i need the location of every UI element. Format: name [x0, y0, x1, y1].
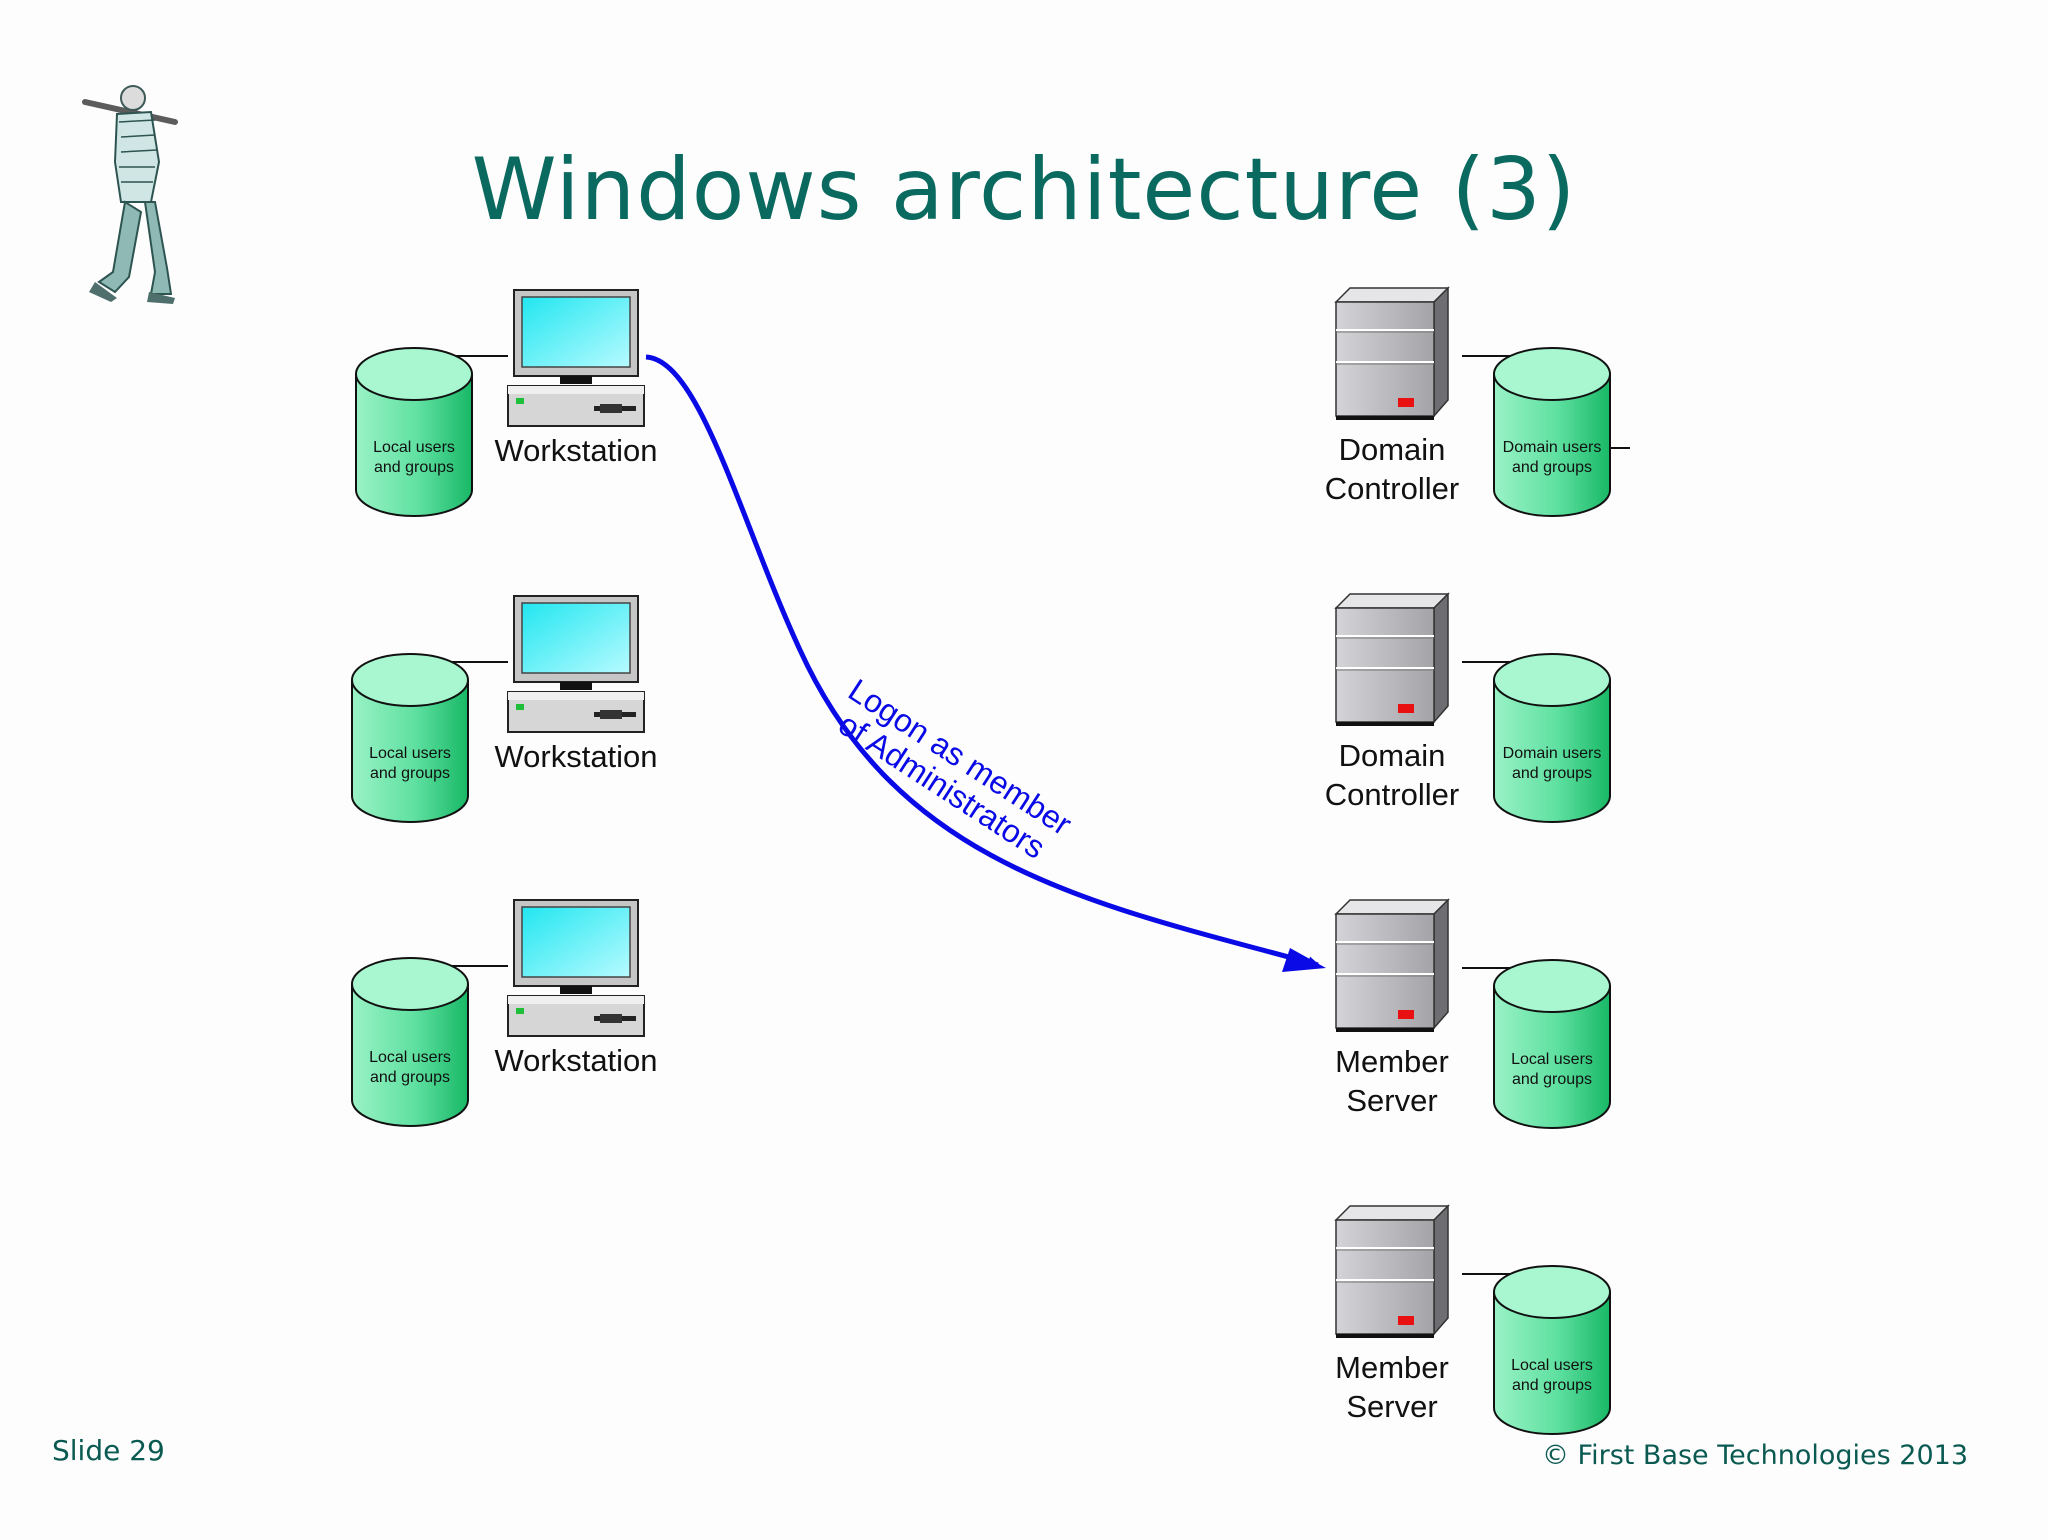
store-label-line1: Domain users — [1503, 745, 1602, 762]
workstation-label: Workstation — [494, 739, 657, 774]
server-label-line1: Domain — [1339, 738, 1446, 773]
store-label-line2: and groups — [1512, 1377, 1592, 1394]
database-cylinder-icon: Local users and groups — [351, 957, 469, 1127]
store-label-line2: and groups — [370, 765, 450, 782]
logon-connection-arrow — [645, 354, 1320, 969]
database-cylinder-icon: Local users and groups — [1493, 1265, 1611, 1435]
slide-number: Slide 29 — [52, 1434, 165, 1467]
store-label-line1: Local users — [1511, 1051, 1593, 1068]
desktop-computer-icon — [507, 899, 645, 1037]
store-label-line2: and groups — [1512, 765, 1592, 782]
database-cylinder-icon: Local users and groups — [351, 653, 469, 823]
store-label-line1: Local users — [369, 1049, 451, 1066]
database-cylinder-icon: Domain users and groups — [1493, 653, 1611, 823]
database-cylinder-icon: Local users and groups — [1493, 959, 1611, 1129]
tower-server-icon — [1334, 898, 1450, 1032]
arrowhead — [1282, 948, 1326, 972]
tower-server-icon — [1334, 1204, 1450, 1338]
workstation-label: Workstation — [494, 433, 657, 468]
store-label-line2: and groups — [1512, 1071, 1592, 1088]
server-label-line1: Domain — [1339, 432, 1446, 467]
database-cylinder-icon: Domain users and groups — [1493, 347, 1611, 517]
server-label-line2: Controller — [1325, 471, 1459, 506]
workstation-node: Local users and groups Workstation — [351, 899, 658, 1127]
server-label-line1: Member — [1335, 1044, 1449, 1079]
workstation-node: Local users and groups Workstation — [355, 289, 658, 517]
store-label-line1: Domain users — [1503, 439, 1602, 456]
copyright: © First Base Technologies 2013 — [1541, 1440, 1968, 1471]
server-label-line2: Server — [1346, 1083, 1437, 1118]
store-label-line2: and groups — [1512, 459, 1592, 476]
store-label-line1: Local users — [1511, 1357, 1593, 1374]
desktop-computer-icon — [507, 289, 645, 427]
server-label-line2: Controller — [1325, 777, 1459, 812]
page-title: Windows architecture (3) — [471, 140, 1577, 240]
tower-server-icon — [1334, 286, 1450, 420]
workstation-label: Workstation — [494, 1043, 657, 1078]
store-label-line1: Local users — [369, 745, 451, 762]
server-label-line2: Server — [1346, 1389, 1437, 1424]
server-label-line1: Member — [1335, 1350, 1449, 1385]
workstation-node: Local users and groups Workstation — [351, 595, 658, 823]
store-label-line2: and groups — [370, 1069, 450, 1086]
database-cylinder-icon: Local users and groups — [355, 347, 473, 517]
desktop-computer-icon — [507, 595, 645, 733]
store-label-line1: Local users — [373, 439, 455, 456]
store-label-line2: and groups — [374, 459, 454, 476]
tower-server-icon — [1334, 592, 1450, 726]
baseball-batter-icon — [82, 85, 178, 304]
